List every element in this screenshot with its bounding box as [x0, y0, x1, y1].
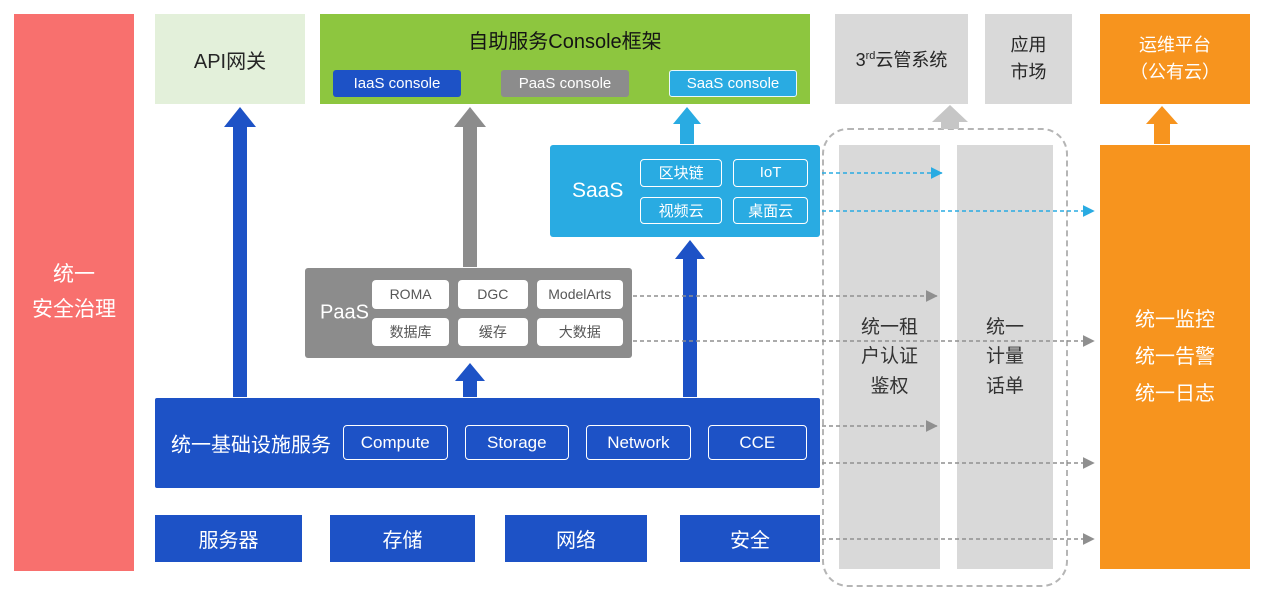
arrow-paas-to-console: [454, 107, 486, 267]
paas-item-roma: ROMA: [372, 280, 450, 309]
console-framework-box: 自助服务Console框架 IaaS console PaaS console …: [320, 14, 810, 104]
monitoring-label: 统一监控 统一告警 统一日志: [1135, 308, 1215, 405]
saas-item-iot: IoT: [733, 159, 808, 187]
paas-item-cache: 缓存: [458, 317, 528, 346]
arrow-shared-to-3rd-cms: [932, 105, 968, 129]
metering-billing-label: 统一 计量 话单: [985, 316, 1024, 397]
infrastructure-layer-box: 统一基础设施服务 Compute Storage Network CCE: [155, 398, 820, 488]
pillar-monitoring-alarm-log: 统一监控 统一告警 统一日志: [1100, 145, 1250, 569]
hardware-storage-box: 存储: [330, 515, 475, 562]
arrow-monitoring-to-om-platform: [1146, 106, 1178, 144]
saas-label: SaaS: [572, 179, 624, 202]
third-party-cms-box: 3rd云管系统: [835, 14, 968, 104]
arrow-infra-to-saas: [675, 240, 705, 397]
console-chips: IaaS console PaaS console SaaS console: [333, 70, 797, 97]
arrow-saas-to-console: [673, 107, 701, 144]
api-gateway-label: API网关: [193, 50, 267, 73]
iaas-item-compute: Compute: [343, 425, 448, 460]
paas-console-chip: PaaS console: [501, 70, 629, 97]
saas-item-desktop-cloud: 桌面云: [733, 196, 808, 224]
saas-services: 区块链 IoT 视频云 桌面云: [640, 159, 808, 224]
console-framework-title: 自助服务Console框架: [468, 31, 662, 53]
saas-item-blockchain: 区块链: [640, 159, 723, 187]
om-platform-label: 运维平台 （公有云）: [1130, 35, 1220, 82]
saas-console-chip: SaaS console: [669, 70, 797, 97]
hardware-network-box: 网络: [505, 515, 647, 562]
om-platform-box: 运维平台 （公有云）: [1100, 14, 1250, 104]
iaas-item-network: Network: [586, 425, 691, 460]
app-market-box: 应用 市场: [985, 14, 1072, 104]
pillar-tenant-auth: 统一租 户认证 鉴权: [839, 145, 940, 569]
pillar-metering-billing: 统一 计量 话单: [957, 145, 1053, 569]
saas-layer-box: SaaS 区块链 IoT 视频云 桌面云: [550, 145, 820, 237]
app-market-label: 应用 市场: [1010, 35, 1047, 82]
paas-item-bigdata: 大数据: [536, 317, 623, 346]
arrow-infra-to-paas: [455, 363, 485, 397]
saas-item-video-cloud: 视频云: [640, 196, 723, 224]
pillar-security-governance: 统一 安全治理: [14, 14, 134, 571]
paas-item-database: 数据库: [372, 317, 450, 346]
infrastructure-services: Compute Storage Network CCE: [343, 425, 807, 460]
paas-item-dgc: DGC: [458, 280, 528, 309]
paas-layer-box: PaaS ROMA DGC ModelArts 数据库 缓存 大数据: [305, 268, 632, 358]
third-party-cms-label: 3rd云管系统: [855, 50, 948, 70]
iaas-item-cce: CCE: [707, 425, 807, 460]
arrow-infra-to-api-gateway: [224, 107, 256, 397]
paas-label: PaaS: [320, 301, 369, 324]
api-gateway-box: API网关: [155, 14, 305, 104]
iaas-item-storage: Storage: [464, 425, 570, 460]
paas-item-modelarts: ModelArts: [536, 280, 623, 309]
hardware-server-box: 服务器: [155, 515, 302, 562]
tenant-auth-label: 统一租 户认证 鉴权: [860, 316, 918, 397]
paas-services: ROMA DGC ModelArts 数据库 缓存 大数据: [372, 280, 623, 346]
hardware-security-box: 安全: [680, 515, 820, 562]
iaas-console-chip: IaaS console: [333, 70, 461, 97]
shared-services-dashed-container: [822, 128, 1068, 587]
infrastructure-label: 统一基础设施服务: [171, 434, 331, 457]
security-governance-label: 统一 安全治理: [32, 262, 116, 321]
